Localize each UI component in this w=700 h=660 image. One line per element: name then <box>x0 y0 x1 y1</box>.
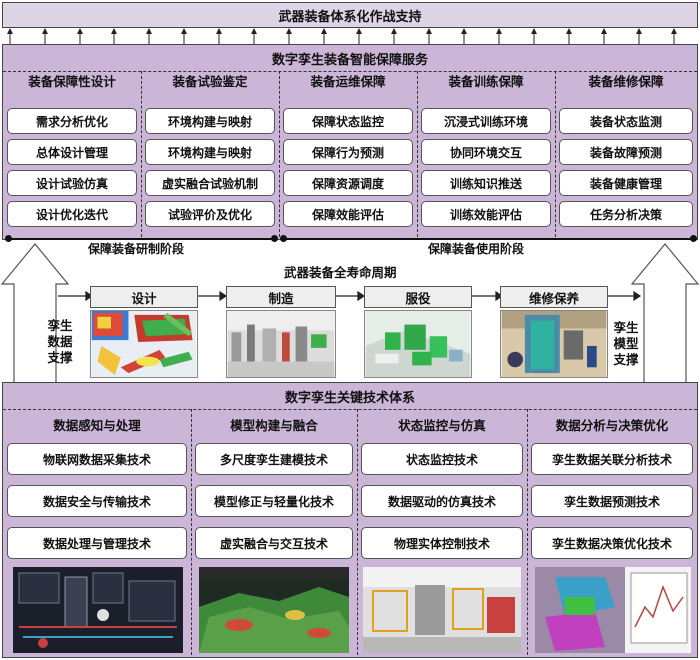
stage-dot <box>271 235 278 242</box>
stage-dot <box>690 235 697 242</box>
service-column: 装备训练保障 沉浸式训练环境 协同环境交互 训练知识推送 训练效能评估 <box>417 71 555 237</box>
lifecycle-arrows <box>0 243 700 385</box>
service-item: 沉浸式训练环境 <box>421 108 551 134</box>
service-column: 装备保障性设计 需求分析优化 总体设计管理 设计试验仿真 设计优化迭代 <box>3 71 141 237</box>
factory-monitor-image <box>363 567 521 653</box>
divider <box>279 71 280 237</box>
left-label-line: 数据 <box>47 334 73 349</box>
tech-column: 数据感知与处理 物联网数据采集技术 数据安全与传输技术 数据处理与管理技术 <box>3 409 191 655</box>
lifecycle-title: 武器装备全寿命周期 <box>284 265 397 280</box>
top-bar-title: 武器装备体系化作战支持 <box>278 9 422 25</box>
stage-label-dev: 保障装备研制阶段 <box>88 242 185 256</box>
service-item: 装备健康管理 <box>559 170 693 196</box>
tech-item: 数据处理与管理技术 <box>7 527 187 559</box>
right-big-arrow <box>630 243 700 385</box>
tech-item: 孪生数据关联分析技术 <box>531 443 693 475</box>
tech-panel-title: 数字孪生关键技术体系 <box>284 391 415 406</box>
maintenance-image <box>500 310 608 378</box>
column-heading: 装备维修保障 <box>588 74 664 89</box>
column-heading: 数据感知与处理 <box>53 418 141 433</box>
phase-design: 设计 <box>90 286 198 308</box>
analytics-image <box>535 567 691 653</box>
service-item: 任务分析决策 <box>559 201 693 227</box>
divider <box>3 71 697 72</box>
service-panel-title: 数字孪生装备智能保障服务 <box>271 53 428 68</box>
stage-dot <box>280 235 287 242</box>
divider <box>357 409 358 655</box>
service-item: 训练知识推送 <box>421 170 551 196</box>
divider <box>417 71 418 237</box>
scada-image <box>13 567 183 653</box>
service-item: 环境构建与映射 <box>145 108 275 134</box>
service-column: 装备维修保障 装备状态监测 装备故障预测 装备健康管理 任务分析决策 <box>555 71 697 237</box>
service-column: 装备运维保障 保障状态监控 保障行为预测 保障资源调度 保障效能评估 <box>279 71 417 237</box>
tech-item: 状态监控技术 <box>361 443 523 475</box>
tech-item: 孪生数据决策优化技术 <box>531 527 693 559</box>
design-simulation-image <box>90 310 198 378</box>
left-label-line: 孪生 <box>47 318 73 333</box>
service-item: 协同环境交互 <box>421 139 551 165</box>
tech-panel: 数字孪生关键技术体系 数据感知与处理 物联网数据采集技术 数据安全与传输技术 数… <box>2 382 698 658</box>
divider <box>555 71 556 237</box>
service-column: 装备试验鉴定 环境构建与映射 环境构建与映射 虚实融合试验机制 试验评价及优化 <box>141 71 279 237</box>
tech-item: 模型修正与轻量化技术 <box>195 485 353 517</box>
service-item: 设计试验仿真 <box>7 170 137 196</box>
left-label-line: 支撑 <box>47 350 73 365</box>
tech-item: 物理实体控制技术 <box>361 527 523 559</box>
right-side-label: 孪生 模型 支撑 <box>610 320 642 368</box>
upward-arrows <box>7 28 677 44</box>
service-item: 虚实融合试验机制 <box>145 170 275 196</box>
stage-dot <box>5 235 12 242</box>
divider <box>141 71 142 237</box>
stage-line-dev <box>7 238 273 240</box>
terrain-model-image <box>199 567 349 653</box>
divider <box>3 409 697 410</box>
service-item: 设计优化迭代 <box>7 201 137 227</box>
service-item: 总体设计管理 <box>7 139 137 165</box>
column-heading: 状态监控与仿真 <box>398 418 486 433</box>
tech-item: 数据驱动的仿真技术 <box>361 485 523 517</box>
stage-label-use: 保障装备使用阶段 <box>428 242 525 256</box>
divider <box>527 409 528 655</box>
right-label-line: 孪生 <box>613 320 639 335</box>
tech-item: 物联网数据采集技术 <box>7 443 187 475</box>
column-heading: 装备训练保障 <box>448 74 524 89</box>
service-item: 保障状态监控 <box>283 108 413 134</box>
service-item: 保障行为预测 <box>283 139 413 165</box>
service-item: 装备状态监测 <box>559 108 693 134</box>
phase-manufacture: 制造 <box>226 286 336 308</box>
service-item: 保障资源调度 <box>283 170 413 196</box>
service-item: 装备故障预测 <box>559 139 693 165</box>
service-panel: 数字孪生装备智能保障服务 装备保障性设计 需求分析优化 总体设计管理 设计试验仿… <box>2 44 698 242</box>
top-bar: 武器装备体系化作战支持 <box>2 2 698 28</box>
tech-item: 数据安全与传输技术 <box>7 485 187 517</box>
phase-maintenance: 维修保养 <box>500 286 608 308</box>
tech-item: 孪生数据预测技术 <box>531 485 693 517</box>
right-label-line: 支撑 <box>613 352 639 367</box>
column-heading: 装备保障性设计 <box>28 74 116 89</box>
tech-item: 虚实融合与交互技术 <box>195 527 353 559</box>
service-item: 环境构建与映射 <box>145 139 275 165</box>
service-item: 保障效能评估 <box>283 201 413 227</box>
right-label-line: 模型 <box>613 336 639 351</box>
column-heading: 装备运维保障 <box>310 74 386 89</box>
service-item: 需求分析优化 <box>7 108 137 134</box>
column-heading: 模型构建与融合 <box>230 418 318 433</box>
column-heading: 数据分析与决策优化 <box>555 418 669 433</box>
tech-item: 多尺度孪生建模技术 <box>195 443 353 475</box>
tech-column: 状态监控与仿真 状态监控技术 数据驱动的仿真技术 物理实体控制技术 <box>357 409 527 655</box>
divider <box>191 409 192 655</box>
left-big-arrow <box>0 243 70 385</box>
manufacturing-image <box>226 310 336 378</box>
tech-column: 模型构建与融合 多尺度孪生建模技术 模型修正与轻量化技术 虚实融合与交互技术 <box>191 409 357 655</box>
left-side-label: 孪生 数据 支撑 <box>44 318 76 366</box>
column-heading: 装备试验鉴定 <box>172 74 248 89</box>
service-item: 试验评价及优化 <box>145 201 275 227</box>
service-image <box>364 310 472 378</box>
service-item: 训练效能评估 <box>421 201 551 227</box>
stage-line-use <box>283 238 693 240</box>
tech-column: 数据分析与决策优化 孪生数据关联分析技术 孪生数据预测技术 孪生数据决策优化技术 <box>527 409 697 655</box>
phase-service: 服役 <box>364 286 472 308</box>
